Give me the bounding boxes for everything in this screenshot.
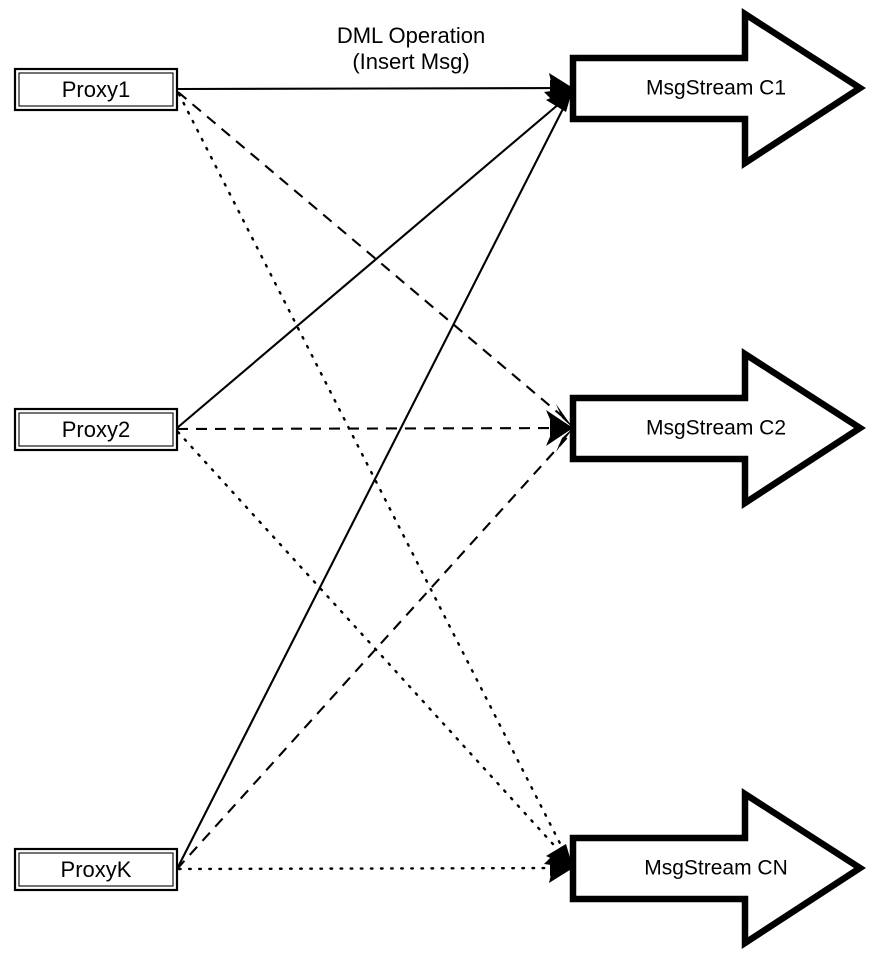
arrowhead-icon — [546, 88, 573, 112]
edge-proxy1-to-stream-c1 — [176, 86, 579, 91]
stream-c1-arrow-shape[interactable] — [569, 8, 866, 169]
edge-proxy2-to-stream-c2 — [176, 426, 579, 431]
edge-group — [176, 86, 580, 871]
edge-proxy2-to-stream-c1 — [176, 91, 574, 429]
stream-cn-arrow-shape[interactable] — [569, 788, 866, 949]
dml-operation-annotation: DML Operation (Insert Msg) — [337, 23, 485, 74]
stream-c2-arrow-shape[interactable] — [569, 348, 866, 509]
edge-proxyk-to-stream-cn — [177, 866, 580, 871]
annotation-line-2: (Insert Msg) — [352, 49, 469, 74]
edge-proxy2-to-stream-cn — [176, 430, 574, 867]
edge-proxy1-to-stream-cn — [177, 92, 573, 867]
proxy1-box-inner-stroke — [18, 72, 174, 107]
stream-c2-label: MsgStream C2 — [646, 417, 786, 440]
arrowhead-icon — [556, 428, 573, 452]
node-stream-c2[interactable]: MsgStream C2 — [569, 348, 866, 509]
edge-proxyk-to-stream-c2 — [176, 431, 573, 870]
arrowhead-stream-c1 — [544, 73, 573, 112]
arrowhead-stream-cn — [544, 844, 573, 883]
arrowhead-group — [544, 73, 573, 883]
stream-c1-label: MsgStream C1 — [646, 77, 786, 100]
arrowhead-icon — [546, 844, 573, 868]
proxy2-box-inner-stroke — [18, 412, 174, 447]
arrowhead-icon — [546, 428, 573, 446]
node-proxyk[interactable]: ProxyK — [13, 847, 179, 892]
proxyk-box[interactable] — [13, 847, 179, 892]
node-proxy2[interactable]: Proxy2 — [13, 407, 179, 452]
edge-proxy1-to-stream-c2 — [177, 91, 576, 428]
node-stream-c1[interactable]: MsgStream C1 — [569, 8, 866, 169]
stream-cn-label: MsgStream CN — [644, 857, 788, 880]
proxy-nodes: Proxy1 Proxy2 ProxyK — [13, 67, 179, 892]
proxyk-label: ProxyK — [61, 857, 132, 882]
edge-proxyk-to-stream-c1 — [176, 94, 571, 870]
node-stream-cn[interactable]: MsgStream CN — [569, 788, 866, 949]
stream-nodes: MsgStream C1 MsgStream C2 MsgStream CN — [569, 8, 866, 949]
proxy1-label: Proxy1 — [62, 77, 130, 102]
proxy1-box[interactable] — [13, 67, 179, 112]
arrowhead-stream-c2 — [546, 404, 573, 452]
proxy2-box[interactable] — [13, 407, 179, 452]
arrowhead-icon — [556, 404, 573, 428]
proxy2-label: Proxy2 — [62, 417, 130, 442]
node-proxy1[interactable]: Proxy1 — [13, 67, 179, 112]
annotation-line-1: DML Operation — [337, 23, 485, 48]
proxyk-box-inner-stroke — [18, 852, 174, 887]
arrowhead-icon — [546, 410, 573, 428]
